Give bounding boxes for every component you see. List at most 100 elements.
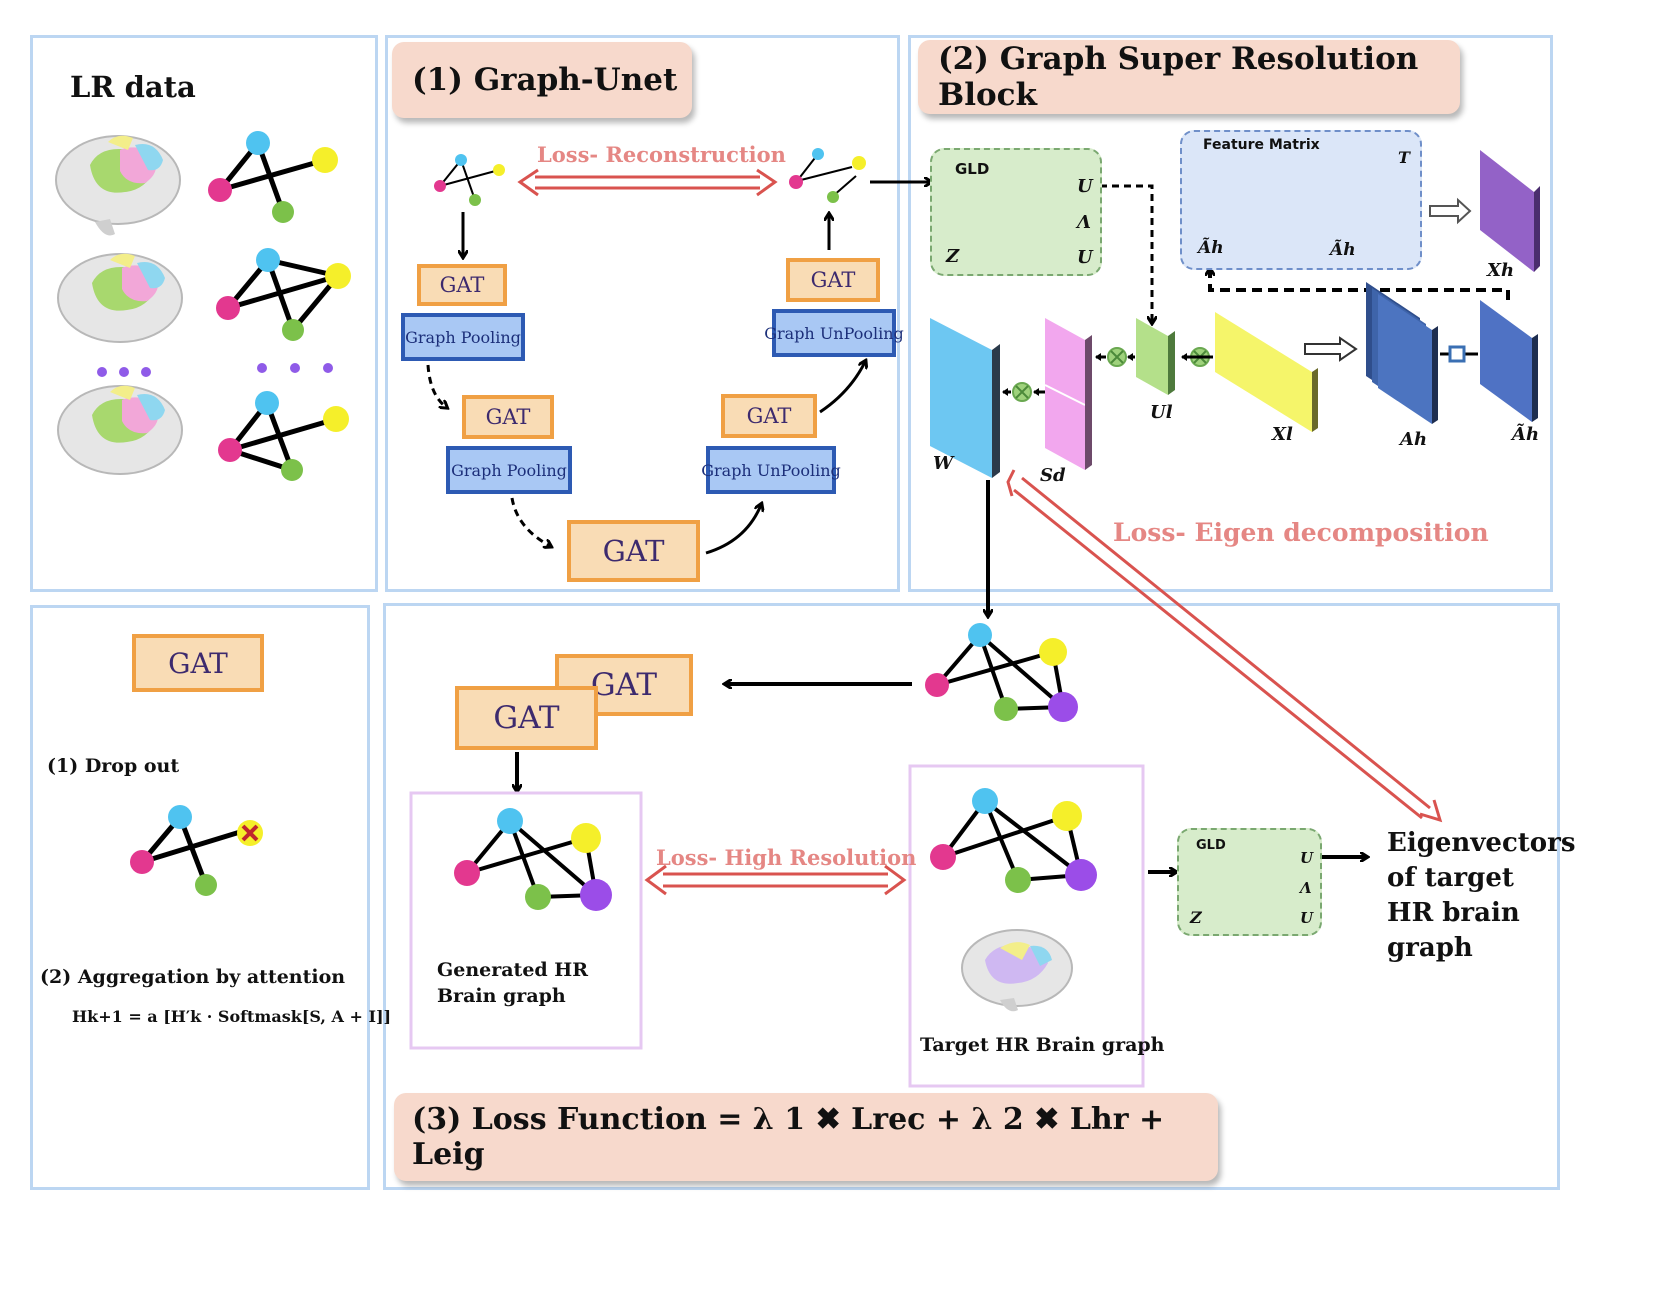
unet-pool-1-label: Graph Pooling — [405, 327, 521, 347]
lr-graph-3 — [218, 391, 349, 481]
unet-input-graph — [434, 154, 505, 206]
lr-data-panel — [30, 35, 378, 592]
reconstruction-loss-label: Loss- Reconstruction — [537, 142, 786, 167]
reconstruction-loss-arrow — [517, 168, 778, 197]
gsr-title-text: (2) Graph Super Resolution Block — [938, 41, 1419, 113]
loss-function-box: (3) Loss Function = λ 1 ✖ Lrec + λ 2 ✖ L… — [394, 1093, 1218, 1181]
lr-graph-1 — [208, 131, 338, 223]
gat-stack-front-label: GAT — [493, 700, 560, 736]
graph-unet-panel — [385, 35, 900, 592]
z-bottom-label: Z — [1190, 908, 1202, 927]
gld-top-label: GLD — [955, 160, 990, 178]
unet-gat-2: GAT — [462, 395, 554, 439]
u-top-label-1: U — [1077, 176, 1093, 197]
aggregation-label: (2) Aggregation by attention — [40, 966, 346, 988]
u-bottom-label-2: U — [1300, 909, 1314, 927]
open-arrow-to-xh — [1429, 197, 1472, 225]
unet-gat-1: GAT — [417, 264, 507, 306]
w-block — [930, 318, 1000, 478]
target-brain-icon — [961, 929, 1073, 1012]
loss-function-text: (3) Loss Function = λ 1 ✖ Lrec + λ 2 ✖ L… — [412, 1102, 1165, 1172]
unet-gat-bottom-label: GAT — [602, 534, 665, 568]
gat-stack-front: GAT — [455, 686, 598, 750]
operator-square-icon — [1440, 345, 1478, 363]
unet-output-graph — [789, 148, 866, 203]
ah-block — [1366, 282, 1438, 424]
unet-gat-1-label: GAT — [439, 273, 485, 297]
gld-box-bottom — [1177, 828, 1322, 936]
graph-unet-title-text: (1) Graph-Unet — [412, 62, 678, 98]
gld-bottom-label: GLD — [1196, 838, 1226, 853]
target-graph-box — [908, 764, 1145, 1088]
unet-pool-2-label: Graph Pooling — [451, 460, 567, 480]
target-hr-label: Target HR Brain graph — [920, 1034, 1165, 1056]
u-bottom-label-1: U — [1300, 849, 1314, 867]
unet-gat-2-label: GAT — [485, 405, 531, 429]
gsr-panel — [908, 35, 1553, 592]
graph-unet-title: (1) Graph-Unet — [392, 42, 692, 118]
ul-block — [1136, 318, 1175, 395]
eigen-loss-label: Loss- Eigen decomposition — [1113, 518, 1489, 547]
ellipsis-dots-right — [257, 363, 333, 373]
brain-icon-3 — [57, 385, 183, 475]
gat-detail-panel — [30, 605, 370, 1190]
output-panel — [383, 603, 1560, 1190]
dropout-label: (1) Drop out — [47, 755, 180, 777]
transpose-label: T — [1398, 148, 1410, 167]
unet-unpool-2-label: Graph UnPooling — [701, 460, 841, 480]
hr-graph-intermediate — [925, 623, 1078, 722]
xl-label: Xl — [1272, 424, 1293, 445]
unet-gat-bottom: GAT — [567, 520, 700, 582]
open-arrow-to-ah — [1304, 336, 1358, 362]
generated-graph-box — [409, 791, 643, 1050]
ah-to-feature-dashed-line — [1210, 270, 1510, 300]
w-label: W — [933, 453, 954, 474]
unet-gat-4: GAT — [786, 258, 880, 302]
dropout-graph — [130, 805, 263, 896]
unet-pool-2: Graph Pooling — [446, 446, 572, 494]
gld-box-top — [930, 148, 1102, 276]
ah-label: Ah — [1400, 429, 1428, 450]
ellipsis-dots-left — [97, 367, 151, 377]
sd-block — [1044, 318, 1092, 470]
gat-legend-box: GAT — [132, 634, 264, 692]
high-resolution-loss-label: Loss- High Resolution — [656, 845, 917, 870]
gat-stack-back-label: GAT — [590, 667, 658, 703]
u-to-ul-dashed-line — [1100, 184, 1152, 322]
feature-ah-tilde-2: Ãh — [1330, 240, 1356, 260]
generated-hr-graph — [454, 808, 612, 911]
unet-unpool-1-label: Graph UnPooling — [764, 323, 904, 343]
dropout-cross-icon — [241, 824, 259, 842]
lr-graph-2 — [216, 248, 351, 341]
lr-data-title: LR data — [70, 70, 196, 104]
otimes-chain — [1002, 347, 1213, 402]
brain-icon-1 — [55, 135, 181, 236]
unet-unpool-1: Graph UnPooling — [764, 309, 904, 357]
unet-pool-1: Graph Pooling — [401, 313, 525, 361]
generated-hr-label: Generated HR Brain graph — [437, 959, 589, 1007]
lambda-bottom-label: Λ — [1300, 879, 1312, 897]
eigen-loss-arrow — [1006, 469, 1443, 823]
ah-tilde-label: Ãh — [1512, 424, 1540, 445]
gsr-title: (2) Graph Super Resolution Block — [918, 40, 1460, 114]
unet-gat-4-label: GAT — [810, 268, 856, 292]
feature-matrix-box — [1180, 130, 1422, 270]
ah-tilde-block — [1480, 300, 1538, 422]
brain-icon-2 — [57, 253, 183, 343]
eigenvectors-label: Eigenvectors of target HR brain graph — [1387, 828, 1576, 963]
unet-arrows — [426, 182, 930, 555]
xl-block — [1215, 312, 1318, 432]
u-top-label-2: U — [1077, 247, 1093, 268]
ul-label: Ul — [1150, 402, 1173, 423]
sd-label: Sd — [1040, 465, 1066, 486]
z-top-label: Z — [946, 246, 960, 267]
target-hr-graph — [930, 788, 1097, 893]
gat-legend-label: GAT — [168, 646, 228, 680]
unet-gat-3: GAT — [721, 394, 817, 438]
feature-matrix-label: Feature Matrix — [1203, 137, 1320, 153]
xh-block — [1480, 150, 1540, 272]
lambda-top-label: Λ — [1077, 212, 1091, 233]
xh-label: Xh — [1487, 260, 1515, 281]
high-resolution-loss-arrow — [644, 864, 907, 896]
unet-gat-3-label: GAT — [746, 404, 792, 428]
